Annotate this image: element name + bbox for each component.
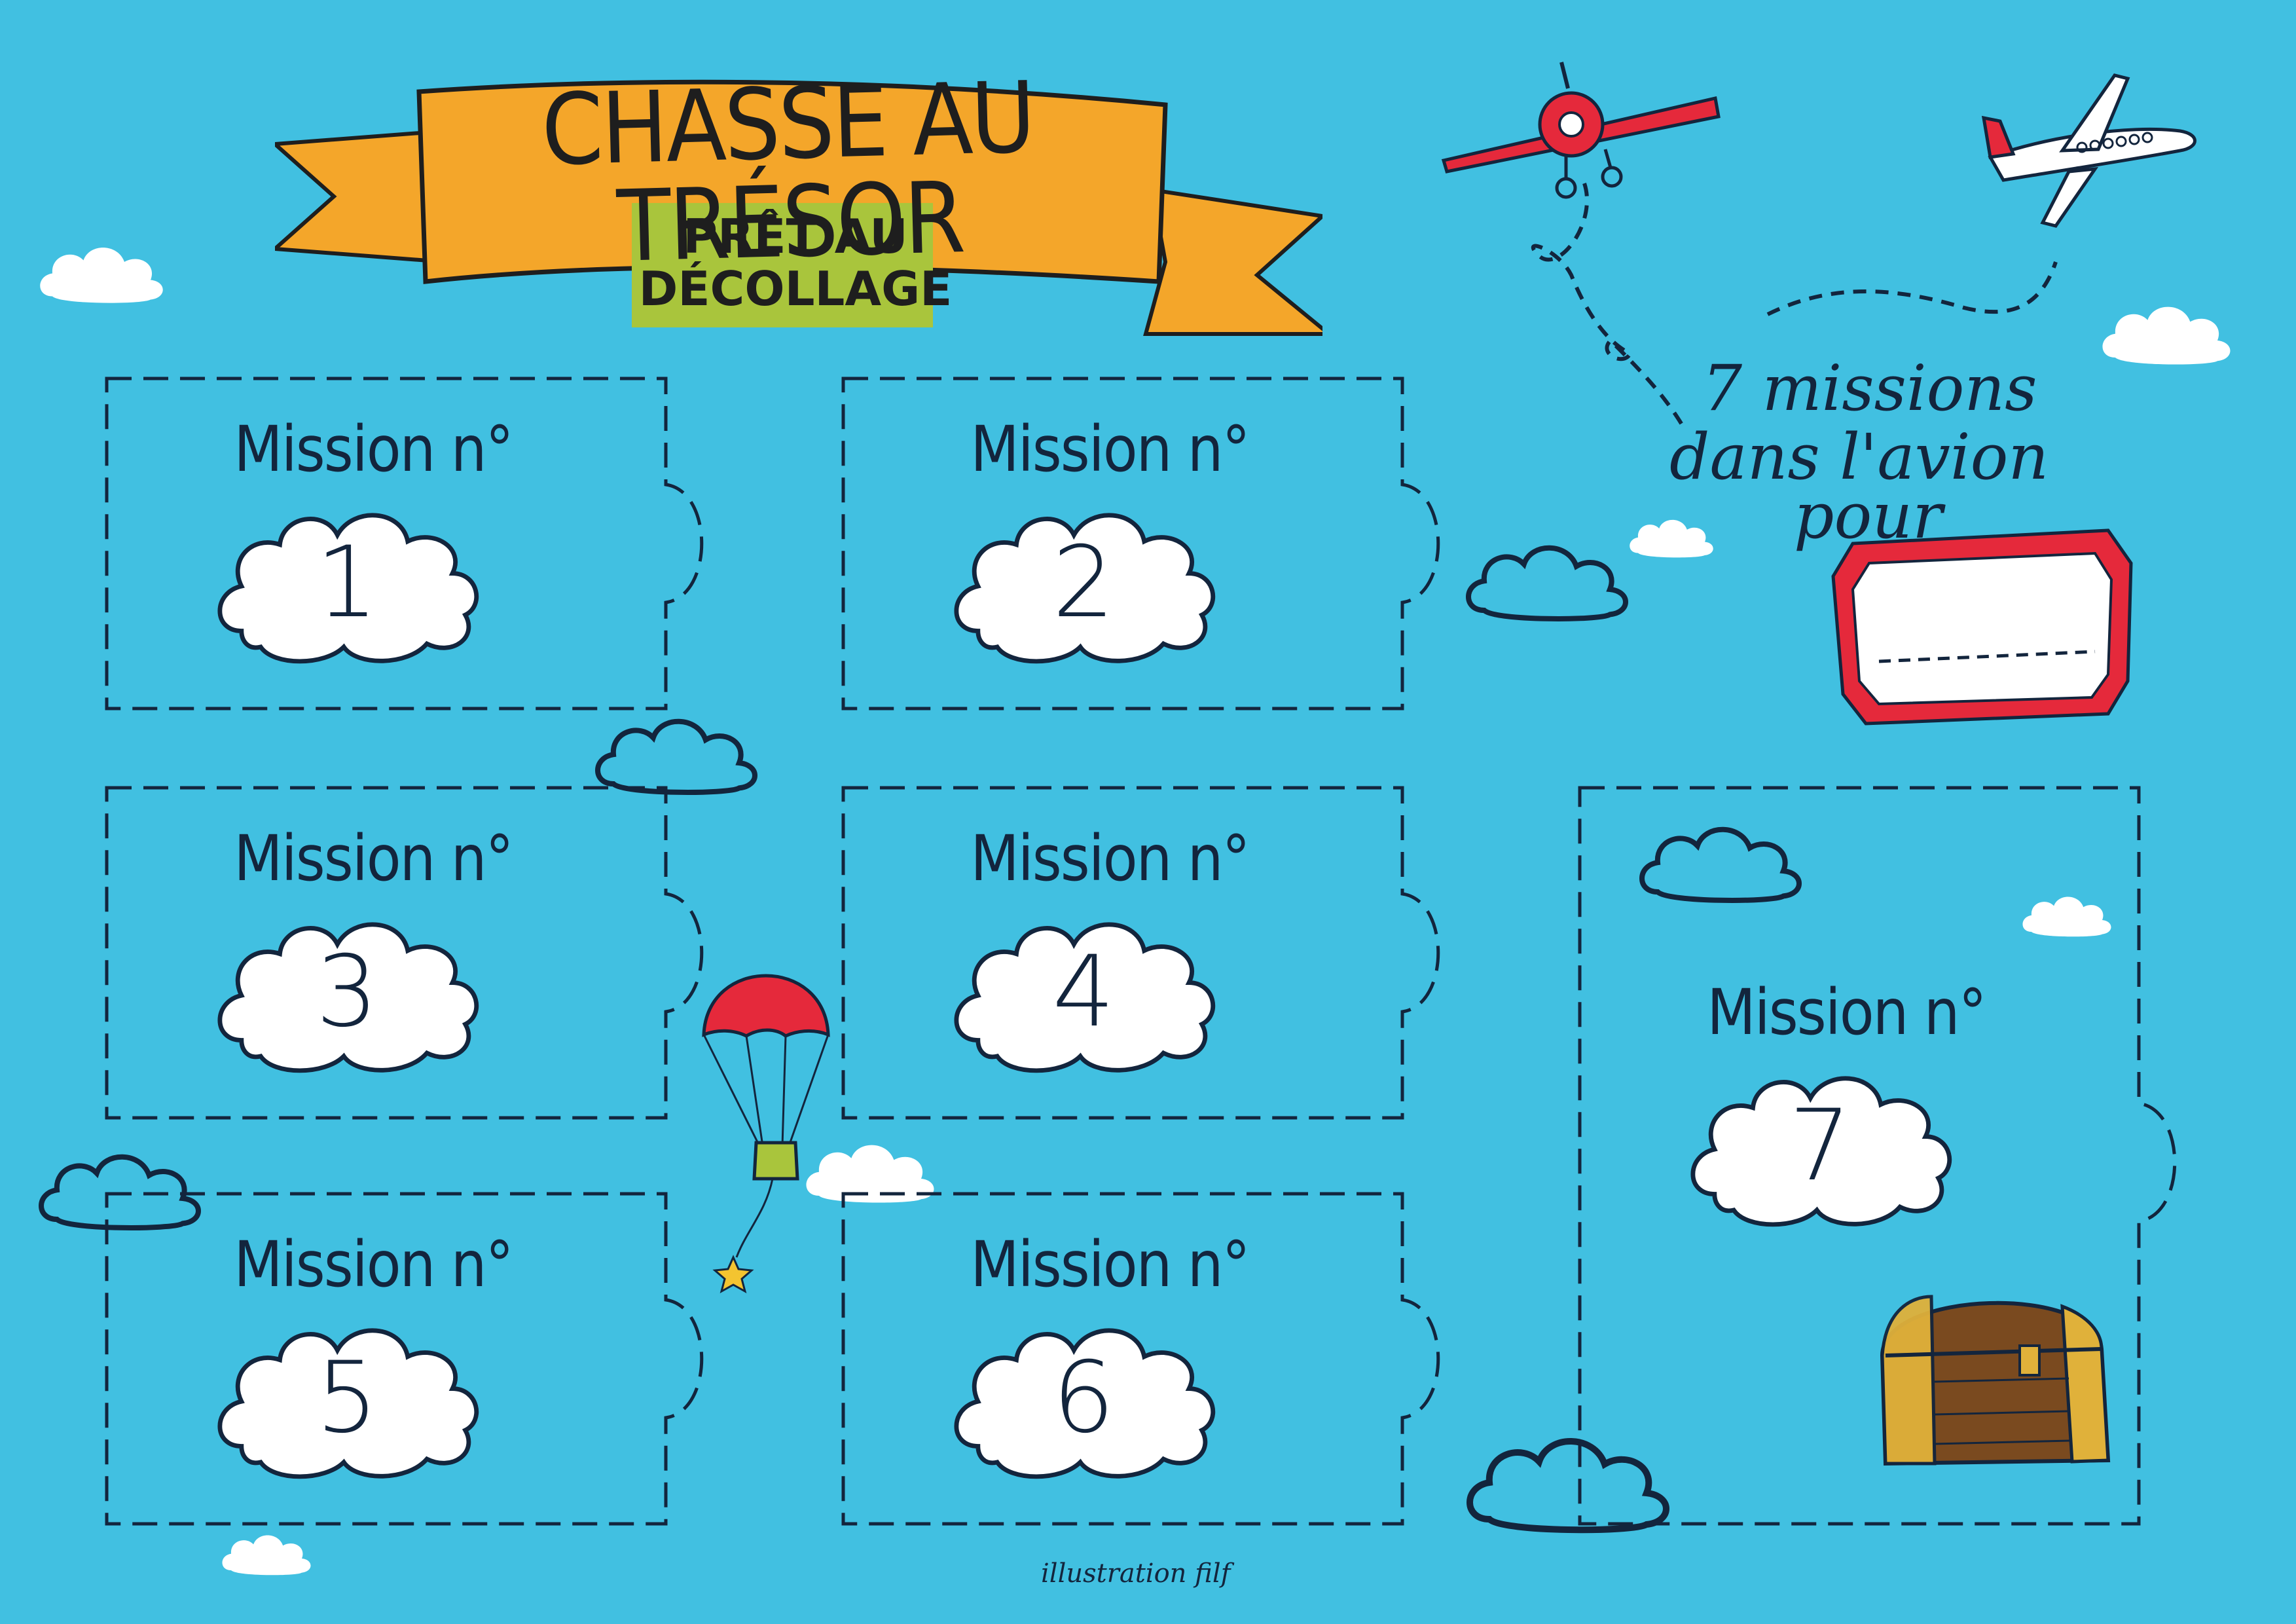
banner-ribbon (275, 79, 1322, 336)
cloud-icon (1468, 548, 1626, 619)
mission-number: 2 (1052, 526, 1115, 640)
illustration-credit: illustration filf (1041, 1559, 1231, 1589)
cloud-icon (954, 513, 1216, 664)
flight-path (1766, 261, 2058, 316)
mission-number: 7 (1789, 1089, 1851, 1203)
subtitle-line-2: DÉCOLLAGE (638, 261, 953, 316)
intro-line-1: 7 missions (1702, 352, 2037, 425)
intro-line-2: dans l'avion (1669, 420, 2049, 494)
intro-line-3: pour (1794, 479, 1942, 553)
cloud-icon (217, 1328, 479, 1479)
mission-label: Mission n° (1707, 976, 1986, 1049)
mission-card-1: Mission n° 1 (105, 377, 704, 710)
star-icon (712, 1255, 754, 1294)
mission-label: Mission n° (234, 413, 513, 486)
cloud-icon (217, 513, 479, 664)
mission-number: 1 (316, 526, 378, 640)
name-tag-icon (1831, 528, 2133, 726)
cloud-icon (1630, 519, 1713, 558)
parachute-icon (702, 974, 830, 1258)
jet-airliner-icon (1981, 73, 2196, 228)
mission-card-3: Mission n° 3 (105, 786, 704, 1120)
cloud-icon (954, 922, 1216, 1073)
flight-path (1531, 183, 1685, 427)
mission-number: 6 (1052, 1341, 1115, 1455)
mission-label: Mission n° (234, 1228, 513, 1301)
mission-number: 3 (316, 935, 378, 1049)
mission-label: Mission n° (970, 413, 1250, 486)
treasure-chest-icon (1880, 1295, 2111, 1466)
mission-card-2: Mission n° 2 (841, 377, 1440, 710)
cloud-icon (2102, 306, 2231, 365)
mission-card-4: Mission n° 4 (841, 786, 1440, 1120)
mission-card-6: Mission n° 6 (841, 1192, 1440, 1526)
cloud-icon (1690, 1076, 1952, 1227)
mission-number: 5 (316, 1341, 378, 1455)
cloud-icon (598, 722, 755, 792)
mission-label: Mission n° (970, 822, 1250, 895)
cloud-icon (217, 922, 479, 1073)
mission-label: Mission n° (970, 1228, 1250, 1301)
cloud-icon (222, 1535, 311, 1576)
propeller-plane-icon (1441, 62, 1721, 199)
mission-card-7: Mission n° 7 (1578, 786, 2177, 1526)
subtitle-line-1: PRÊT AU (683, 209, 908, 264)
mission-card-5: Mission n° 5 (105, 1192, 704, 1526)
mission-label: Mission n° (234, 822, 513, 895)
mission-number: 4 (1052, 935, 1115, 1049)
cloud-icon (40, 248, 163, 303)
cloud-icon (954, 1328, 1216, 1479)
